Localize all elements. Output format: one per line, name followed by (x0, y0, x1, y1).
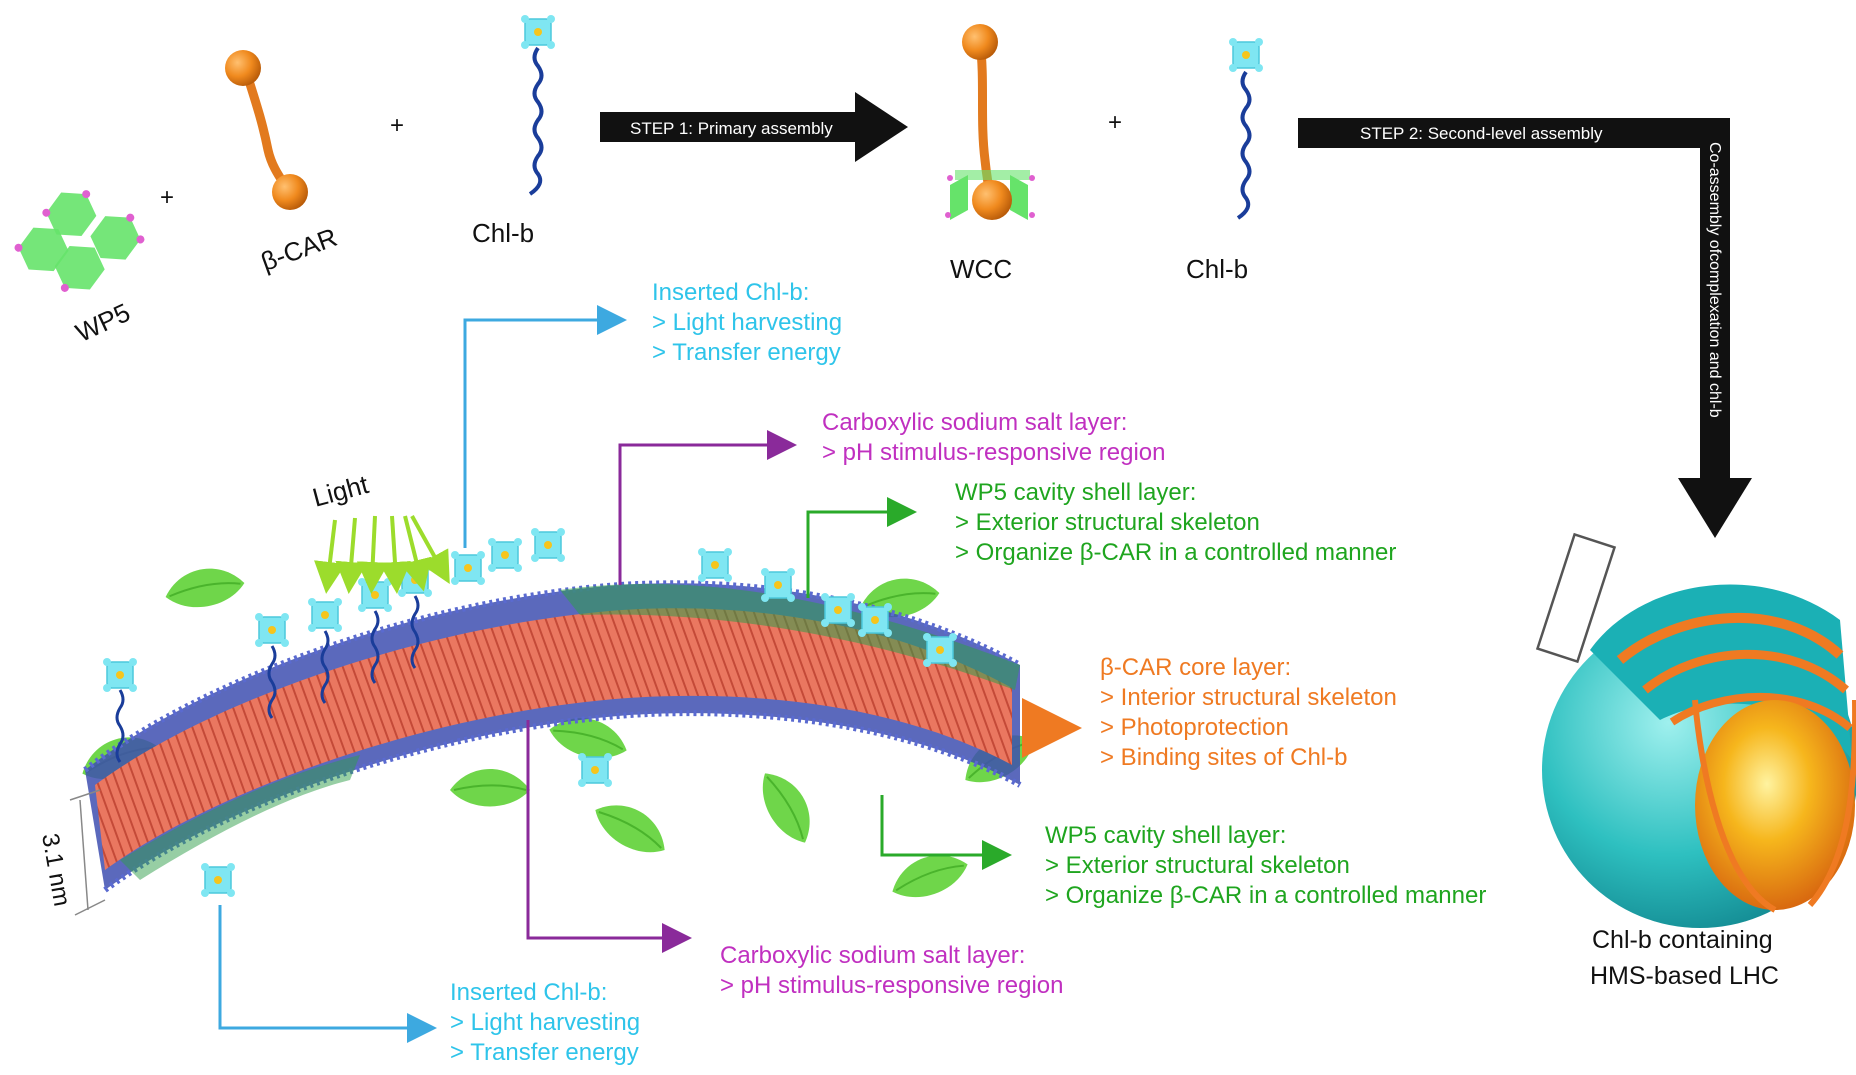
leaf-icon (160, 561, 249, 615)
annotation-title: Carboxylic sodium salt layer: (720, 942, 1025, 969)
annotation-line: > Organize β-CAR in a controlled manner (955, 539, 1396, 566)
chlorophyll-b-icon (520, 14, 556, 196)
leaf-icon (449, 768, 531, 808)
coassembly-label: Co-assembly ofcomplexation and chl-b (1706, 142, 1723, 418)
annotation-wp5-bottom: WP5 cavity shell layer: > Exterior struc… (1045, 822, 1486, 909)
annotation-line: > pH stimulus-responsive region (822, 439, 1166, 466)
sphere-caption-line1: Chl-b containing (1592, 926, 1773, 954)
thickness-marker (69, 789, 106, 916)
annotation-title: Inserted Chl-b: (652, 279, 809, 306)
chlorophyll-b-icon (1228, 37, 1264, 220)
annotation-line: > Binding sites of Chl-b (1100, 744, 1347, 771)
annotation-title: WP5 cavity shell layer: (1045, 822, 1286, 849)
annotation-title: WP5 cavity shell layer: (955, 479, 1196, 506)
annotation-title: β-CAR core layer: (1100, 654, 1291, 681)
annotation-line: > Exterior structural skeleton (955, 509, 1260, 536)
annotation-line: > Interior structural skeleton (1100, 684, 1397, 711)
arrow-carboxylic-bottom (526, 720, 692, 953)
annotation-line: > pH stimulus-responsive region (720, 972, 1064, 999)
annotation-line: > Transfer energy (652, 339, 841, 366)
chl-b-label: Chl-b (1186, 254, 1248, 284)
sphere-caption-line2: HMS-based LHC (1590, 962, 1779, 990)
beta-car-label: β-CAR (257, 222, 341, 277)
step1-label: STEP 1: Primary assembly (630, 119, 833, 138)
hms-sphere-icon (1535, 532, 1856, 928)
arrow-inserted-chl-b-top (463, 305, 627, 548)
annotation-line: > Light harvesting (652, 309, 842, 336)
annotation-beta-car-core: β-CAR core layer: > Interior structural … (1100, 654, 1397, 771)
inserted-chl-b-group (102, 527, 958, 898)
annotation-title: Carboxylic sodium salt layer: (822, 409, 1127, 436)
annotation-carboxylic-top: Carboxylic sodium salt layer: > pH stimu… (822, 409, 1166, 466)
wcc-label: WCC (950, 254, 1012, 284)
wp5-label: WP5 (71, 297, 135, 348)
membrane-bilayer (83, 580, 1022, 893)
arrow-wp5-bottom (880, 795, 1012, 870)
arrow-carboxylic-top (618, 430, 797, 585)
beta-car-dumbbell-icon (225, 50, 308, 210)
annotation-title: Inserted Chl-b: (450, 979, 607, 1006)
wcc-complex-icon (945, 24, 1035, 220)
plus-sign: + (390, 112, 404, 139)
step2-label: STEP 2: Second-level assembly (1360, 124, 1603, 143)
leaf-icon (749, 761, 825, 852)
plus-sign: + (1108, 109, 1122, 136)
thickness-label: 3.1 nm (36, 831, 75, 908)
leaf-icon (586, 790, 677, 866)
annotation-inserted-chl-b-top: Inserted Chl-b: > Light harvesting > Tra… (652, 279, 842, 366)
arrow-inserted-chl-b-bottom (218, 905, 437, 1043)
annotation-line: > Light harvesting (450, 1009, 640, 1036)
arrow-wp5-top (806, 497, 917, 598)
annotation-line: > Exterior structural skeleton (1045, 852, 1350, 879)
annotation-line: > Organize β-CAR in a controlled manner (1045, 882, 1486, 909)
light-label: Light (309, 469, 372, 513)
annotation-wp5-top: WP5 cavity shell layer: > Exterior struc… (955, 479, 1396, 566)
annotation-inserted-chl-b-bottom: Inserted Chl-b: > Light harvesting > Tra… (450, 979, 640, 1066)
wp5-molecule-icon (14, 190, 145, 292)
step2-arrow (1298, 118, 1752, 538)
annotation-line: > Photoprotection (1100, 714, 1289, 741)
chl-b-label: Chl-b (472, 218, 534, 248)
step1-arrow (600, 92, 908, 162)
plus-sign: + (160, 184, 174, 211)
annotation-line: > Transfer energy (450, 1039, 639, 1066)
light-rays (314, 515, 450, 594)
annotation-carboxylic-bottom: Carboxylic sodium salt layer: > pH stimu… (720, 942, 1064, 999)
